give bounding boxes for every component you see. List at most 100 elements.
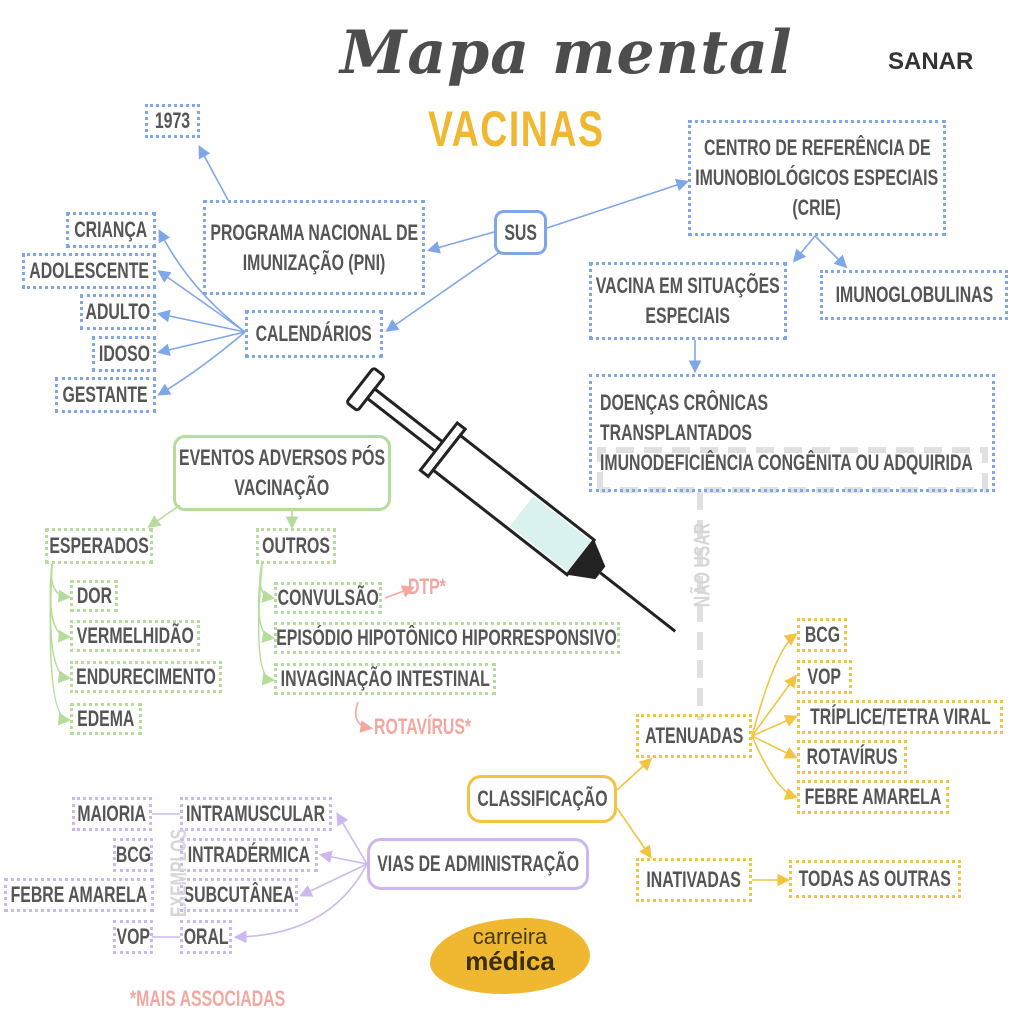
node-calendarios: CALENDÁRIOS [245,310,383,358]
nao-usar-label: NÃO USAR [689,522,715,608]
node-label: VACINA EM SITUAÇÕES [596,273,780,298]
node-ex-vop: VOP [113,920,153,954]
edge [616,757,653,791]
node-label: VOP [807,664,842,689]
node-label: EDEMA [77,706,135,731]
node-label: IMUNIZAÇÃO (PNI) [242,249,386,275]
node-label: BCG [804,622,840,647]
node-label: CENTRO DE REFERÊNCIA DE [703,135,931,160]
edge [157,270,246,333]
node-label: INTRADÉRMICA [187,842,311,867]
node-imunoglobulinas: IMUNOGLOBULINAS [820,270,1008,320]
edge [751,735,799,800]
node-label: VACINAÇÃO [234,475,330,500]
node-adulto: ADULTO [80,294,156,330]
node-label: SUS [504,219,537,245]
node-label: ENDURECIMENTO [76,664,216,689]
edge [384,585,416,599]
node-label: PROGRAMA NACIONAL DE [210,219,418,245]
sanar-logo: SANAR [888,48,974,75]
edge [156,331,246,357]
edge [385,251,501,332]
edge [50,563,72,603]
node-pni: PROGRAMA NACIONAL DE IMUNIZAÇÃO (PNI) [203,200,425,295]
edge [156,309,246,333]
edge [751,674,797,737]
node-label: ESPECIAIS [645,303,731,328]
node-oral: ORAL [180,920,232,954]
carreira-medica-logo: carreira médica [430,918,590,994]
node-ex-bcg: BCG [113,838,153,872]
node-label: ORAL [183,924,229,949]
edge [751,633,798,737]
edge [49,563,72,726]
node-label: VOP [116,924,150,949]
node-label: INTRAMUSCULAR [186,801,326,826]
node-rotavirus: ROTAVÍRUS [797,740,907,774]
node-intramuscular: INTRAMUSCULAR [180,797,332,831]
node-label: DOENÇAS CRÔNICAS [600,390,769,415]
node-invaginacao: INVAGINAÇÃO INTESTINAL [274,663,496,695]
edge [336,812,368,865]
edge [157,331,246,396]
node-label: IMUNOBIOLÓGICOS ESPECIAIS [695,165,939,190]
node-esperados: ESPERADOS [45,528,153,564]
logo-line2: médica [465,946,555,976]
node-vop: VOP [797,660,852,694]
node-label: TRÍPLICE/TETRA VIRAL [809,704,991,729]
edge [147,504,181,528]
edge [814,235,848,269]
edge [158,229,246,333]
node-label: EVENTOS ADVERSOS PÓS [179,445,385,470]
edge [426,231,495,254]
subtitle: VACINAS [428,101,605,157]
node-edema: EDEMA [70,703,142,735]
node-triplice: TRÍPLICE/TETRA VIRAL [797,700,1003,734]
node-label: INVAGINAÇÃO INTESTINAL [280,666,490,691]
node-label: ADOLESCENTE [29,258,149,283]
note-rotavirus: ROTAVÍRUS* [374,714,472,739]
node-convulsao: CONVULSÃO [274,582,382,614]
node-label: VERMELHIDÃO [76,623,194,648]
node-label: DOR [76,583,112,608]
note-dtp: DTP* [408,574,446,599]
node-intradermica: INTRADÉRMICA [180,838,318,872]
node-label: SUBCUTÂNEA [183,882,295,907]
node-label: CALENDÁRIOS [255,321,373,346]
node-label: FEBRE AMARELA [10,882,148,907]
syringe-icon [346,367,677,633]
node-crie: CENTRO DE REFERÊNCIA DE IMUNOBIOLÓGICOS E… [688,120,946,236]
node-label: TRANSPLANTADOS [600,420,752,445]
edge [792,235,816,263]
exemplos-label: EXEMPLOS [166,828,192,918]
edge [751,715,798,737]
node-label: OUTROS [262,533,330,558]
edge [546,178,690,229]
edge [318,850,368,865]
node-label: ATENUADAS [644,723,744,748]
node-label: FEBRE AMARELA [804,784,942,809]
node-atenuadas: ATENUADAS [636,714,752,758]
footnote: *MAIS ASSOCIADAS [130,986,286,1011]
node-label: ADULTO [85,299,151,324]
edge [49,563,72,643]
node-classificacao: CLASSIFICAÇÃO [467,775,617,823]
node-label: VIAS DE ADMINISTRAÇÃO [377,851,579,876]
node-gestante: GESTANTE [55,377,156,413]
title: Mapa mental [340,18,793,88]
node-vias-administracao: VIAS DE ADMINISTRAÇÃO [367,838,589,890]
node-label: EPISÓDIO HIPOTÔNICO HIPORRESPONSIVO [276,625,618,650]
node-sus: SUS [494,210,547,255]
edge [751,735,798,759]
node-endurecimento: ENDURECIMENTO [70,661,222,693]
node-subcutanea: SUBCUTÂNEA [180,878,298,912]
node-adolescente: ADOLESCENTE [22,253,156,289]
logo-line1: carreira [472,924,548,949]
node-ex-febre-amarela: FEBRE AMARELA [4,878,154,912]
node-label: GESTANTE [62,382,149,407]
node-label: CONVULSÃO [277,585,379,610]
node-outros: OUTROS [256,528,336,564]
